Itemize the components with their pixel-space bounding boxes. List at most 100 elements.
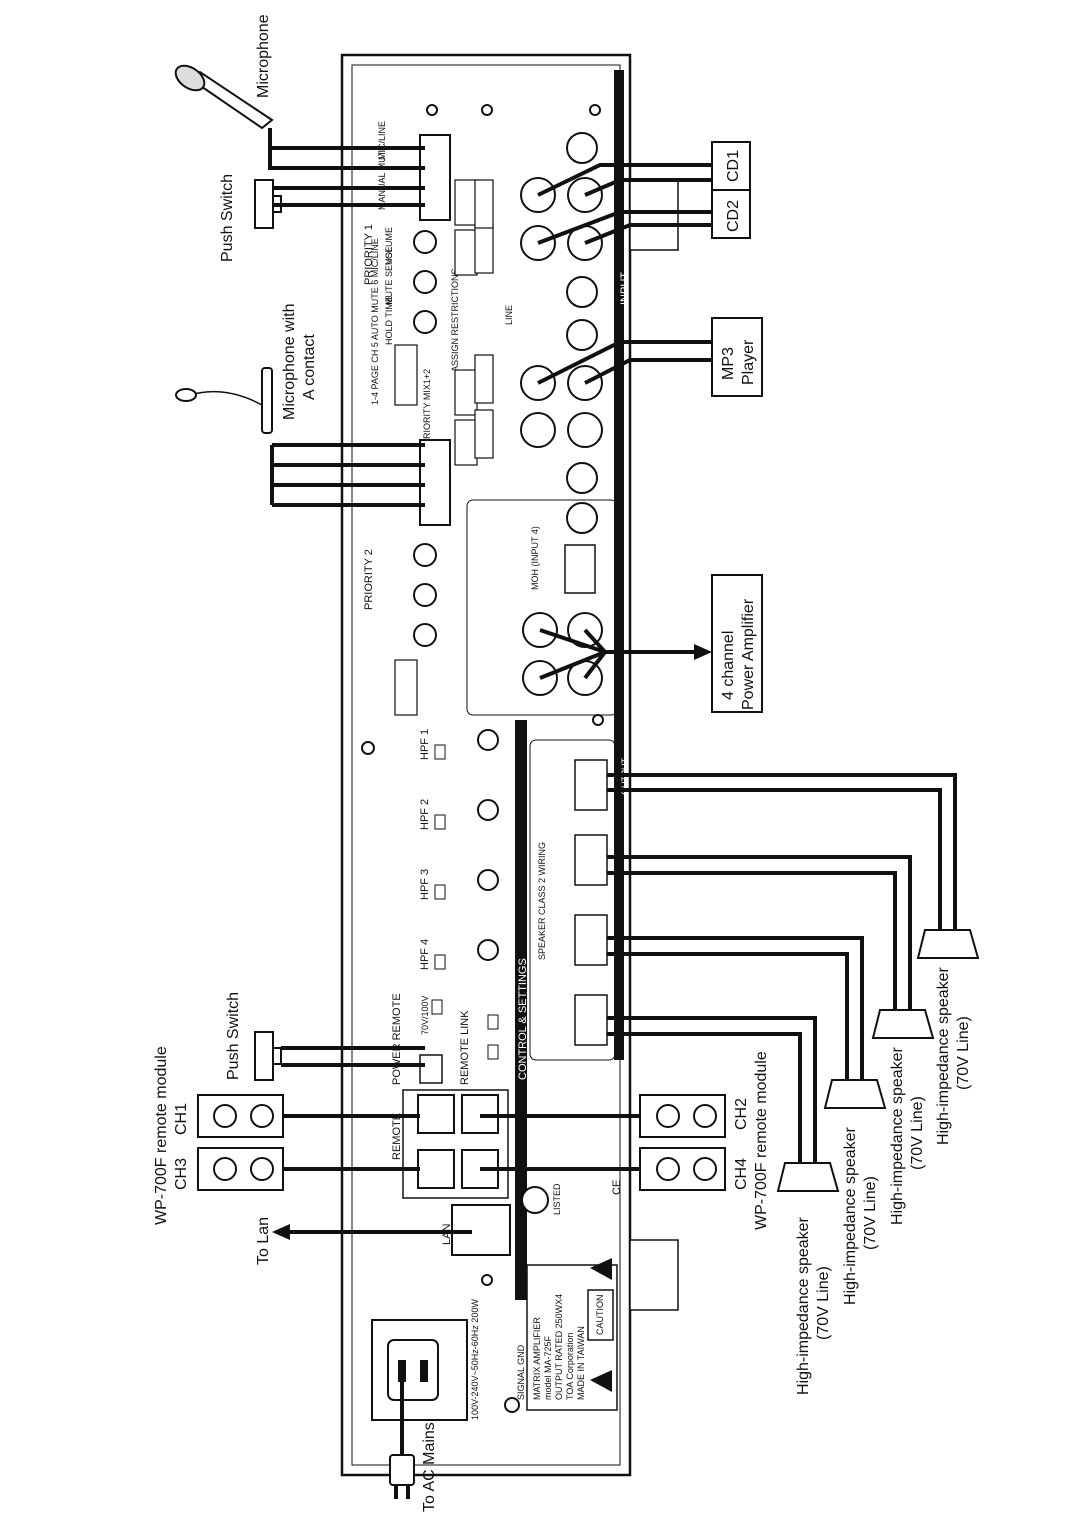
to-ac-mains-label: To AC Mains — [421, 1422, 438, 1512]
power-amplifier: 4 channel Power Amplifier — [539, 574, 763, 713]
model-line-2: OUTPUT RATED 250WX4 — [554, 1294, 564, 1400]
ac-plug: To AC Mains — [389, 1370, 438, 1512]
moh-level-knob[interactable] — [566, 502, 598, 534]
eq1-rotary[interactable] — [477, 729, 499, 751]
p2-terminal-block[interactable] — [419, 439, 451, 526]
amp-label-2: Power Amplifier — [740, 598, 757, 710]
push-switch-top: Push Switch — [219, 174, 425, 262]
remote-ch2-label: CH2 — [733, 1098, 750, 1130]
priority1-label: PRIORITY 1 — [363, 224, 375, 285]
warning-icon — [590, 1370, 612, 1392]
speaker1-label: High-impedance speaker — [935, 966, 952, 1145]
remote-link-ch12[interactable] — [487, 1014, 499, 1030]
microphone-label: Microphone — [255, 14, 272, 98]
page-ch-label: 1-4 PAGE CH 5 AUTO MUTE 6 MIC/LINE — [370, 238, 380, 405]
p1-volume-knob[interactable] — [413, 230, 437, 254]
control-settings-label: CONTROL & SETTINGS — [517, 958, 529, 1080]
speaker-ch4: High-impedance speaker (70V Line) — [607, 1016, 840, 1395]
remote-port-ch1[interactable] — [417, 1094, 455, 1134]
hpf4-label: HPF 4 — [419, 939, 431, 970]
cd-players: CD1 CD2 — [537, 141, 751, 245]
out-ch4-terminal[interactable] — [574, 994, 608, 1046]
p1-assign-label: ASSIGN RESTRICTIONS — [450, 268, 460, 372]
line-input-label: LINE — [504, 305, 514, 325]
p1-volume-label: VOLUME — [384, 227, 394, 265]
remote-ch3-label: CH3 — [173, 1158, 190, 1190]
power-rating-label: 100V-240V~50Hz-60Hz 200W — [470, 1299, 480, 1420]
remote-ch4-label: CH4 — [733, 1158, 750, 1190]
hpf4-switch[interactable] — [434, 954, 446, 970]
listed-label: LISTED — [552, 1183, 562, 1215]
p1-mute-sense-label: MUTE SENSE — [384, 246, 394, 305]
speaker2-label: High-impedance speaker — [889, 1046, 906, 1225]
p1-hold-time-knob[interactable] — [413, 310, 437, 334]
mp3-label-2: Player — [740, 339, 757, 385]
p1-manual-mute-label: MANUAL MUTE — [377, 145, 387, 210]
control-bar — [515, 720, 527, 1300]
speaker-ch2: High-impedance speaker (70V Line) — [607, 855, 935, 1225]
moh-terminal[interactable] — [564, 544, 596, 594]
model-line-0: MATRIX AMPLIFIER — [532, 1317, 542, 1400]
to-lan: To Lan — [255, 1217, 472, 1265]
out-ch2-terminal[interactable] — [574, 834, 608, 886]
input2-level-knob[interactable] — [566, 276, 598, 308]
v70-100-label: 70V/100V — [420, 995, 430, 1035]
to-lan-label: To Lan — [255, 1217, 272, 1265]
remote-module-ch1: CH1 — [173, 1094, 420, 1138]
input3-level-knob[interactable] — [566, 319, 598, 351]
out-ch1-terminal[interactable] — [574, 759, 608, 811]
priority-mix-label: PRIORITY MIX1+2 — [422, 369, 432, 445]
remote-link-ch34[interactable] — [487, 1044, 499, 1060]
warning-icon-2 — [590, 1258, 612, 1280]
cd1-box — [711, 141, 751, 191]
mp3-box — [711, 317, 763, 397]
ul-listed-mark — [521, 1186, 549, 1214]
remote-port-ch3[interactable] — [417, 1149, 455, 1189]
remote-module-ch3: CH3 — [173, 1147, 420, 1191]
hpf-eq-section: HPF 1 HPF 2 HPF 3 HPF 4 CONTROL & SETTIN… — [419, 729, 529, 1080]
input4-rca-r[interactable] — [567, 412, 603, 448]
rating-plate: MATRIX AMPLIFIER model MA-725F OUTPUT RA… — [526, 1258, 618, 1411]
eq2-rotary[interactable] — [477, 799, 499, 821]
power-remote-terminal[interactable] — [419, 1054, 443, 1084]
moh-label: MOH (INPUT 4) — [530, 526, 540, 590]
speaker-ch1: High-impedance speaker (70V Line) — [607, 773, 980, 1145]
p1-mute-sense-knob[interactable] — [413, 270, 437, 294]
eq3-rotary[interactable] — [477, 869, 499, 891]
p2-hold-time-knob[interactable] — [413, 623, 437, 647]
signal-gnd-label: SIGNAL GND — [516, 1344, 526, 1400]
mp3-label-1: MP3 — [720, 347, 737, 380]
mic1-wires — [268, 128, 425, 170]
input-label: INPUT — [619, 272, 631, 305]
p2-volume-knob[interactable] — [413, 543, 437, 567]
hpf1-switch[interactable] — [434, 744, 446, 760]
cd2-label: CD2 — [725, 200, 742, 232]
remote-module-right-label: WP-700F remote module — [753, 1051, 770, 1230]
model-line-3: TOA Corporation — [565, 1333, 575, 1400]
out-ch3-terminal[interactable] — [574, 914, 608, 966]
signal-gnd-terminal[interactable] — [504, 1397, 520, 1413]
hpf3-switch[interactable] — [434, 884, 446, 900]
input4-level-knob[interactable] — [566, 462, 598, 494]
ce-mark: CE — [611, 1180, 623, 1195]
microphone: Microphone — [174, 14, 274, 130]
dip-switch-group: 1-4 PAGE CH 5 AUTO MUTE 6 MIC/LINE PRIOR… — [370, 179, 494, 466]
amp-box — [711, 574, 763, 713]
mic-contact: Microphone with A contact — [175, 304, 425, 507]
p2-mute-sense-knob[interactable] — [413, 583, 437, 607]
priority2-label: PRIORITY 2 — [363, 549, 375, 610]
eq4-rotary[interactable] — [477, 939, 499, 961]
remote-link-label: REMOTE LINK — [459, 1010, 471, 1085]
mic-contact-label-1: Microphone with — [281, 304, 298, 421]
speaker-class2-label: SPEAKER CLASS 2 WIRING — [537, 842, 547, 960]
input4-rca-l[interactable] — [520, 412, 556, 448]
hpf3-label: HPF 3 — [419, 869, 431, 900]
cd1-label: CD1 — [725, 150, 742, 182]
input1-level-knob[interactable] — [566, 132, 598, 164]
v70-100-switch[interactable] — [431, 999, 443, 1015]
priority1-section: PRIORITY 1 VOLUME MUTE SENSE HOLD TIME A… — [363, 121, 460, 372]
speaker-ch3: High-impedance speaker (70V Line) — [607, 936, 887, 1305]
mp3-player: MP3 Player — [537, 317, 763, 397]
hpf2-switch[interactable] — [434, 814, 446, 830]
